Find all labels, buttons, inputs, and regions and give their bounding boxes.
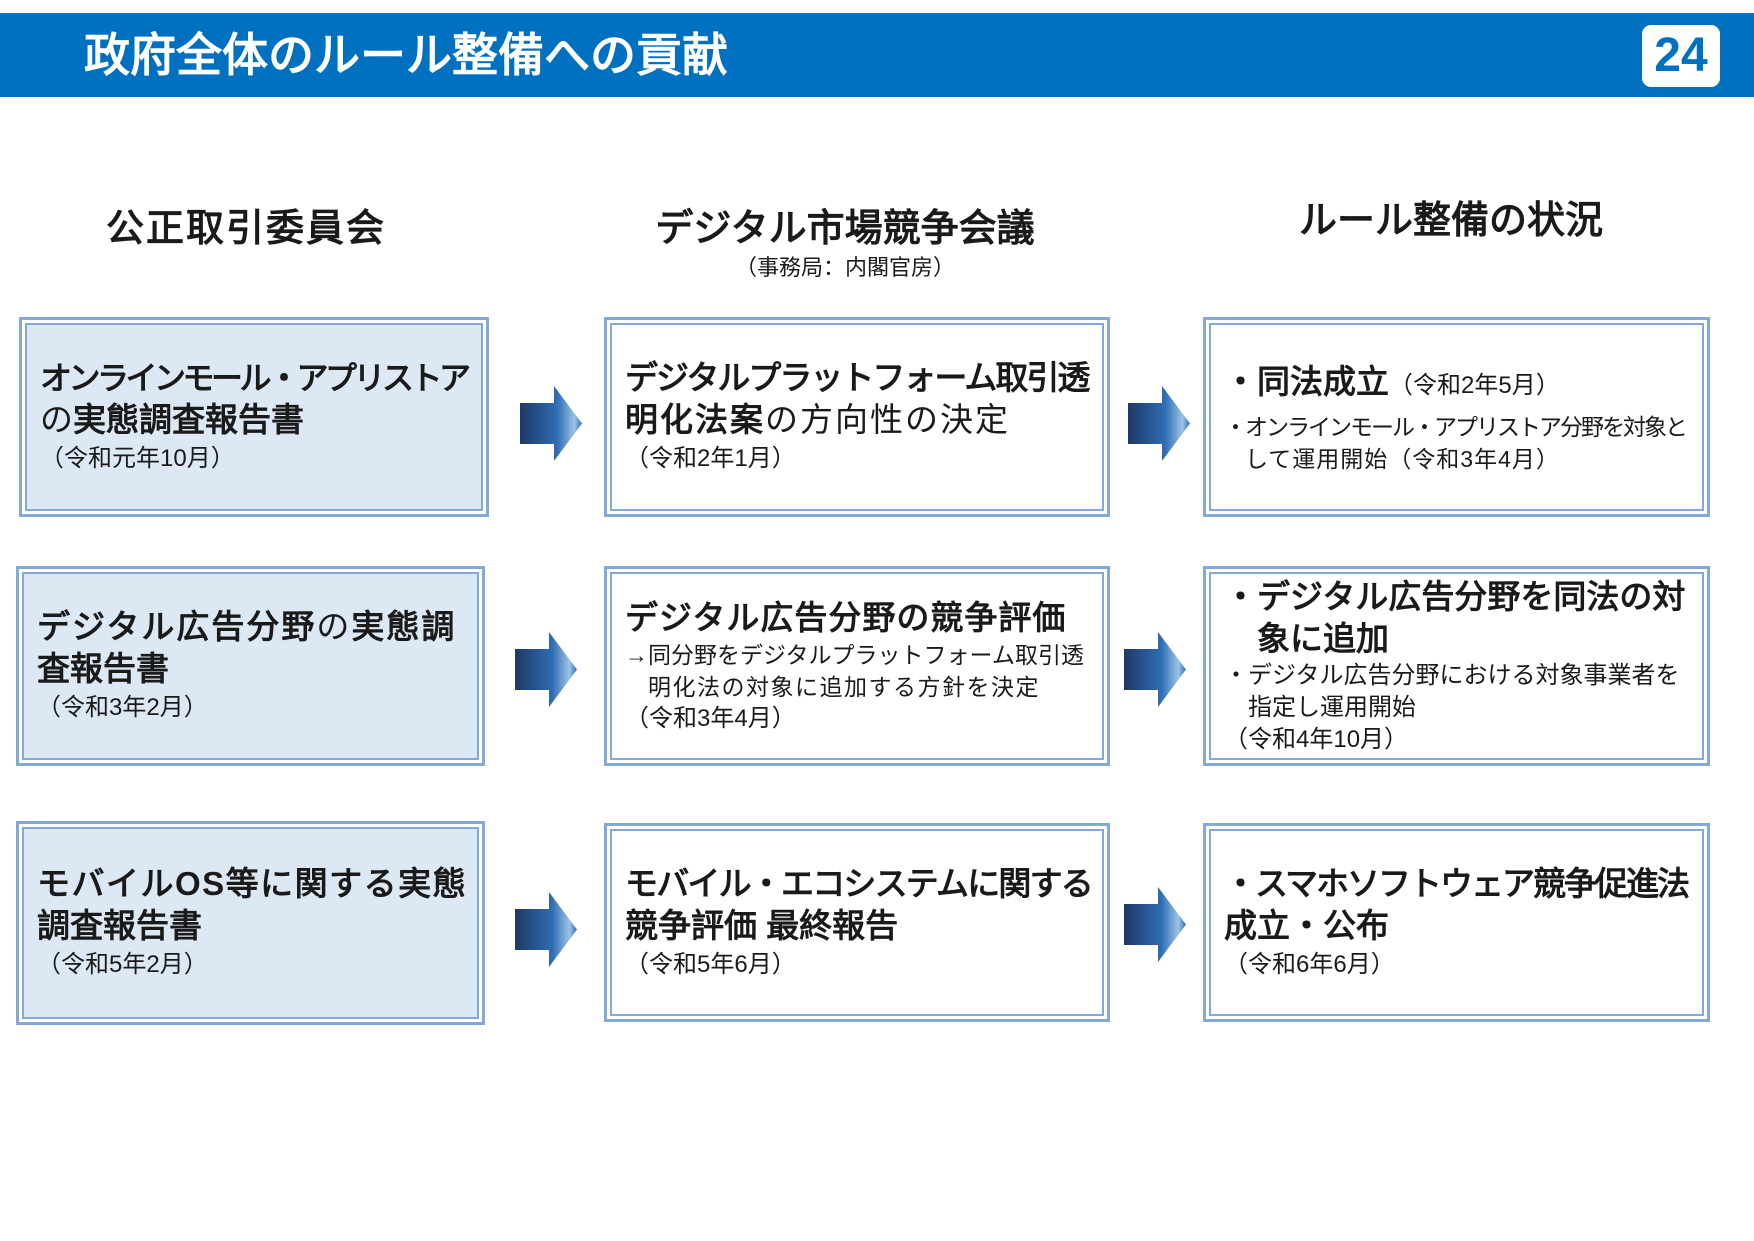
- right-arrow-icon: [520, 386, 582, 461]
- jftc-report-card: モバイルOS等に関する実態 調査報告書 （令和5年2月）: [16, 821, 485, 1025]
- rule-status-card: ・同法成立（令和2年5月） ・オンラインモール・アプリストア分野を対象と して運…: [1203, 317, 1710, 517]
- title-particle: の: [316, 608, 352, 645]
- arrow-body: [1124, 632, 1186, 707]
- column-heading-council: デジタル市場競争会議: [655, 208, 1035, 250]
- right-arrow-shape: [1128, 386, 1190, 461]
- status-item-line: 指定し運用開始: [1248, 694, 1416, 721]
- card-title-line: モバイル・エコシステムに関する: [625, 864, 1094, 902]
- right-arrow-shape: [520, 386, 582, 461]
- card-date: （令和3年2月）: [37, 694, 208, 721]
- status-item-line: して運用開始（令和3年4月）: [1245, 445, 1560, 472]
- status-item-line: ・スマホソフトウェア競争促進法: [1224, 864, 1690, 902]
- arrow-body: [1128, 386, 1190, 461]
- arrow-body: [1124, 887, 1186, 962]
- jftc-report-card: オンラインモール・アプリストア の実態調査報告書 （令和元年10月）: [19, 317, 489, 517]
- card-title-line: 明化法案の方向性の決定: [625, 399, 1099, 441]
- title-bold-text: 明化法案: [625, 401, 765, 438]
- card-detail-line: 明化法の対象に追加する方針を決定: [648, 674, 1040, 700]
- right-arrow-shape: [1124, 632, 1186, 707]
- status-item-line: ・オンラインモール・アプリストア分野を対象と: [1224, 413, 1688, 440]
- slide-header-bar: 政府全体のルール整備への貢献 24: [0, 13, 1754, 97]
- card-date: （令和6年6月）: [1224, 950, 1395, 978]
- column-heading-jftc: 公正取引委員会: [105, 208, 386, 250]
- right-arrow-shape: [515, 632, 577, 707]
- title-bold-text: 実態調査報告書: [73, 401, 304, 438]
- page-number-badge: 24: [1642, 25, 1720, 87]
- card-title-line: オンラインモール・アプリストア: [40, 360, 471, 396]
- rule-status-card: ・スマホソフトウェア競争促進法 成立・公布 （令和6年6月）: [1203, 823, 1710, 1022]
- title-bold-text: 実態調: [351, 608, 457, 645]
- status-item-line: ・デジタル広告分野における対象事業者を: [1224, 662, 1680, 689]
- arrow-body: [520, 386, 582, 461]
- title-particle: の: [40, 401, 73, 438]
- column-subheading-council: （事務局：内閣官房）: [734, 255, 955, 280]
- card-title-line: デジタル広告分野の実態調: [37, 606, 474, 648]
- jftc-report-card: デジタル広告分野の実態調 査報告書 （令和3年2月）: [16, 566, 485, 766]
- card-title-line: デジタルプラットフォーム取引透: [625, 359, 1090, 396]
- arrow-body: [515, 632, 577, 707]
- arrow-body: [515, 892, 577, 967]
- rule-status-card: ・デジタル広告分野を同法の対 象に追加 ・デジタル広告分野における対象事業者を …: [1203, 566, 1710, 766]
- status-item-bold: ・同法成立: [1224, 362, 1389, 400]
- council-review-card: モバイル・エコシステムに関する 競争評価 最終報告 （令和5年6月）: [604, 823, 1110, 1022]
- card-detail-line: →同分野をデジタルプラットフォーム取引透: [625, 642, 1084, 668]
- slide-title: 政府全体のルール整備への貢献: [84, 29, 728, 81]
- title-regular-text: の方向性の決定: [765, 401, 1010, 438]
- card-title-line: 競争評価 最終報告: [625, 906, 899, 944]
- card-title-line: モバイルOS等に関する実態: [37, 865, 468, 902]
- right-arrow-shape: [1124, 887, 1186, 962]
- right-arrow-icon: [1124, 887, 1186, 962]
- card-date: （令和3年4月）: [625, 705, 796, 732]
- card-date: （令和5年2月）: [37, 951, 208, 978]
- council-review-card: デジタルプラットフォーム取引透 明化法案の方向性の決定 （令和2年1月）: [604, 317, 1110, 517]
- right-arrow-icon: [1128, 386, 1190, 461]
- status-item-line: ・デジタル広告分野を同法の対: [1224, 578, 1686, 615]
- card-date: （令和4年10月）: [1224, 726, 1409, 753]
- right-arrow-icon: [515, 892, 577, 967]
- right-arrow-icon: [515, 632, 577, 707]
- status-item-date: （令和2年5月）: [1389, 371, 1560, 399]
- column-heading-rules: ルール整備の状況: [1299, 200, 1604, 242]
- status-item-line: 成立・公布: [1224, 906, 1389, 944]
- card-title-line: 査報告書: [37, 650, 169, 687]
- card-date: （令和5年6月）: [625, 950, 796, 978]
- card-title-line: デジタル広告分野の競争評価: [625, 599, 1067, 636]
- card-date: （令和元年10月）: [40, 445, 235, 472]
- title-bold-text: デジタル広告分野: [37, 608, 317, 645]
- right-arrow-shape: [515, 892, 577, 967]
- status-item-line: 象に追加: [1257, 620, 1389, 657]
- card-title-line: の実態調査報告書: [40, 399, 478, 441]
- right-arrow-icon: [1124, 632, 1186, 707]
- card-date: （令和2年1月）: [625, 445, 796, 472]
- card-title-line: 調査報告書: [37, 907, 202, 944]
- council-review-card: デジタル広告分野の競争評価 →同分野をデジタルプラットフォーム取引透 明化法の対…: [604, 566, 1110, 766]
- status-item-line: ・同法成立（令和2年5月）: [1224, 360, 1699, 411]
